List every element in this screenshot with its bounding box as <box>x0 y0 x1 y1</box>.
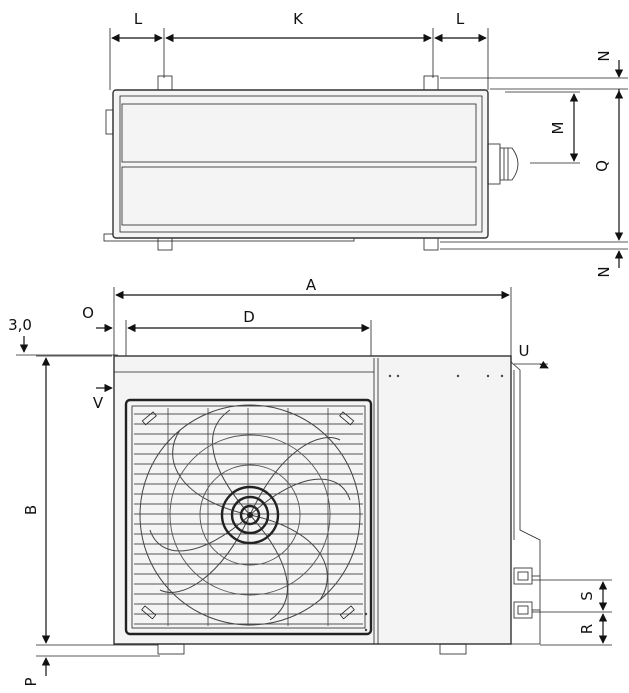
top-side-tab <box>105 109 114 135</box>
top-panel-upper <box>121 103 477 163</box>
label-U: U <box>519 342 530 360</box>
front-foot-right <box>439 643 467 655</box>
top-valve-knob <box>499 147 519 181</box>
label-R: R <box>578 624 596 634</box>
front-foot-left <box>157 643 185 655</box>
front-view: A D O 3,0 V <box>8 276 612 687</box>
front-unit-body <box>113 355 512 645</box>
top-foot-lower-right <box>423 237 439 251</box>
service-valves <box>513 567 540 619</box>
label-K: K <box>293 10 304 28</box>
top-foot-upper-left <box>157 75 173 91</box>
fan-outer-ring <box>139 404 361 626</box>
label-D: D <box>243 308 255 326</box>
label-P: P <box>22 677 40 686</box>
top-view: L K L N M Q N <box>103 10 628 278</box>
fan <box>139 404 361 626</box>
label-L-left: L <box>134 10 143 28</box>
label-B: B <box>22 505 40 515</box>
label-O: O <box>82 304 94 322</box>
top-unit-body <box>112 89 489 239</box>
top-panel-lower <box>121 166 477 226</box>
fan-hub <box>220 485 280 545</box>
label-Q: Q <box>593 160 611 172</box>
label-N-top: N <box>595 50 613 61</box>
label-thickness: 3,0 <box>8 316 32 334</box>
fan-grille-frame <box>124 398 373 636</box>
top-valve-base <box>487 143 501 185</box>
top-foot-upper-right <box>423 75 439 91</box>
label-A: A <box>306 276 317 294</box>
label-L-right: L <box>456 10 465 28</box>
label-M: M <box>549 122 567 135</box>
label-S: S <box>578 591 596 601</box>
label-N-bottom: N <box>595 266 613 277</box>
front-side-profile <box>510 361 541 645</box>
top-unit-inner <box>119 95 483 233</box>
label-V: V <box>93 394 104 412</box>
top-foot-lower-left <box>157 237 173 251</box>
